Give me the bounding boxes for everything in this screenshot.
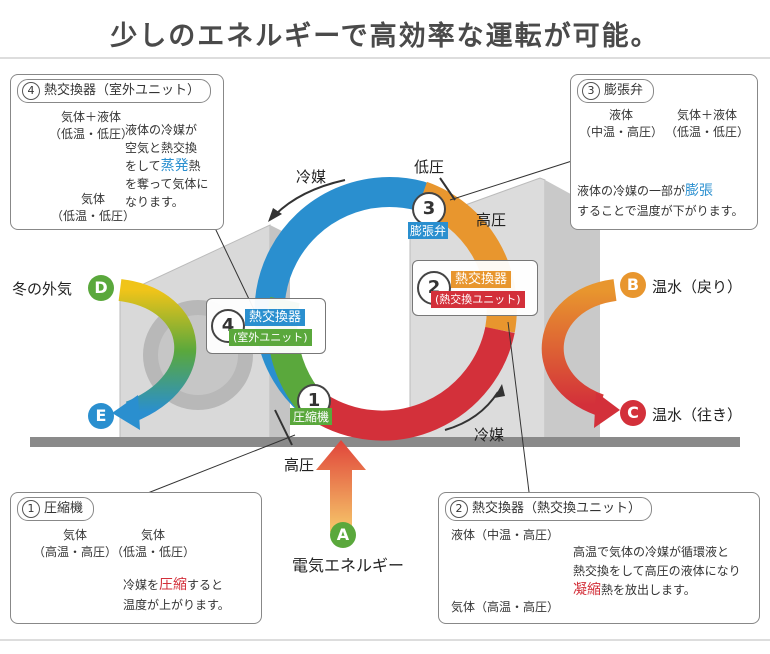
box3-description: 液体の冷媒の一部が膨張 することで温度が下がります。 <box>577 183 744 218</box>
compressor-label: 圧縮機 <box>290 408 333 425</box>
leader-box1 <box>129 434 296 501</box>
box2-liquid-label: 液体（中温・高圧） <box>451 528 560 542</box>
warm-water-out-label: 温水（往き） <box>652 406 743 424</box>
hx-unit-inset: 2 熱交換器 (熱交換ユニット) <box>412 260 538 316</box>
leader-box3 <box>449 159 576 201</box>
loop-red-segment <box>312 326 515 441</box>
box4-gas-label: 気体 <box>81 192 106 206</box>
box4-gas-sub: （低温・低圧） <box>51 209 136 223</box>
hx-outdoor-inset: 4 熱交換器 (室外ユニット) <box>206 298 326 354</box>
box4-description: 液体の冷媒が 空気と熱交換 をして蒸発熱 を奪って気体に なります。 <box>125 123 209 209</box>
marker-a: A <box>330 522 356 548</box>
refrigerant-top-label: 冷媒 <box>296 168 327 186</box>
leader-box2 <box>507 321 531 501</box>
electric-energy-label: 電気エネルギー <box>292 556 405 575</box>
high-pressure-bottom-label: 高圧 <box>284 456 315 474</box>
box4-gas-liquid-sub: （低温・低圧） <box>49 127 134 141</box>
low-pressure-label: 低圧 <box>414 158 445 176</box>
refrigerant-bottom-label: 冷媒 <box>474 426 505 444</box>
cold-air-arrow <box>118 279 196 423</box>
marker-e: E <box>88 403 114 429</box>
box2-description: 高温で気体の冷媒が循環液と 熱交換をして高圧の液体になり 凝縮熱を放出します。 <box>573 545 741 598</box>
box4-gas-liquid-label: 気体＋液体 <box>61 110 122 124</box>
expansion-valve-label: 膨張弁 <box>408 222 449 239</box>
electric-arrow <box>316 440 366 532</box>
winter-air-label: 冬の外気 <box>12 280 73 298</box>
box2-gas-label: 気体（高温・高圧） <box>451 600 560 614</box>
high-pressure-right-label: 高圧 <box>476 211 507 229</box>
marker-b: B <box>620 272 646 298</box>
expansion-valve-number: 3 <box>412 192 446 226</box>
warm-water-return-label: 温水（戻り） <box>652 278 743 296</box>
marker-c: C <box>620 400 646 426</box>
hot-water-arrow <box>541 279 617 416</box>
page-title: 少しのエネルギーで高効率な運転が可能。 <box>110 21 660 52</box>
box1-description: 冷媒を圧縮すると 温度が上がります。 <box>123 577 230 612</box>
marker-d: D <box>88 275 114 301</box>
ground-bar <box>30 437 740 447</box>
